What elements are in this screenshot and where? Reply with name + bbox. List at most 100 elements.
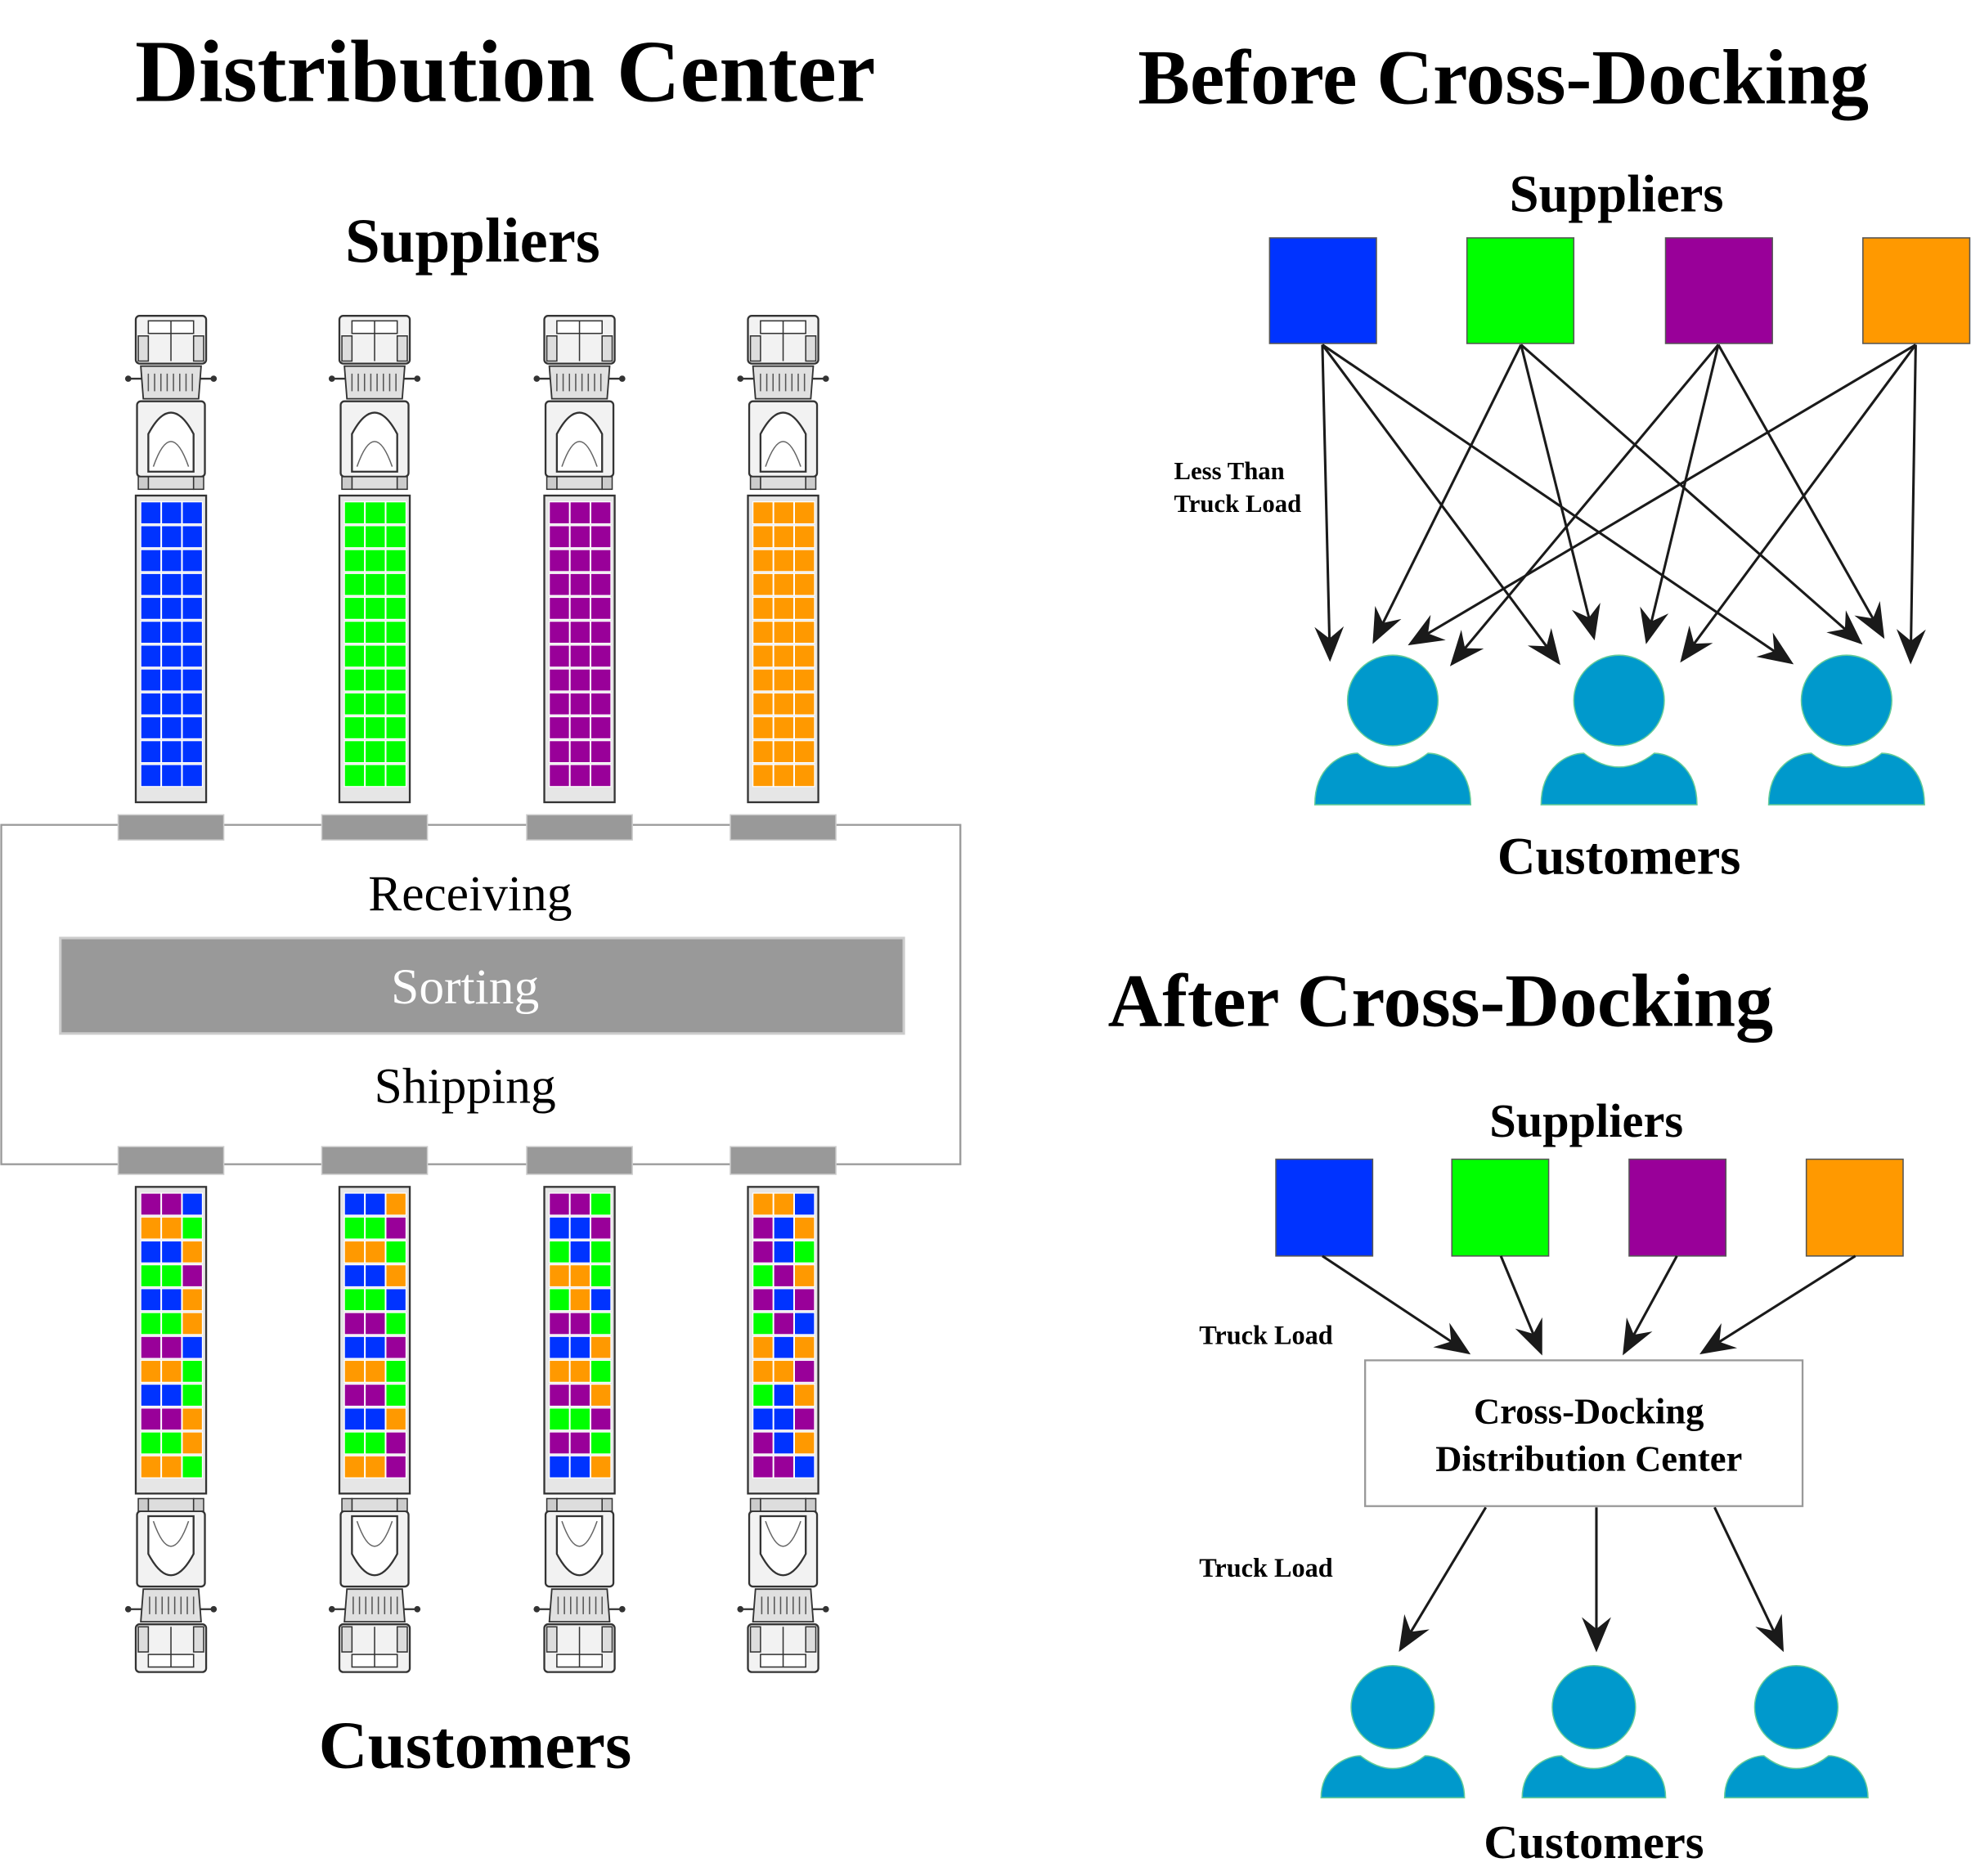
sorting-bar	[59, 936, 905, 1035]
cargo-cell	[140, 1192, 162, 1216]
cargo-cell	[590, 716, 612, 740]
cargo-cell	[343, 740, 366, 764]
cargo-cell	[364, 1407, 386, 1431]
supplier-to-customer-arrow	[1680, 343, 1917, 663]
cargo-cell	[773, 572, 795, 596]
cargo-cell	[182, 692, 204, 716]
cargo-cell	[773, 668, 795, 692]
cross-docking-center-line1: Cross-Docking	[1474, 1390, 1704, 1431]
receiving-docks	[117, 814, 837, 841]
cargo-cell	[549, 549, 570, 572]
cargo-cell	[160, 572, 182, 596]
truck-trailer	[543, 1186, 616, 1495]
cargo-cell	[590, 1264, 612, 1288]
cargo-cell	[343, 1455, 366, 1479]
cargo-cell	[385, 692, 407, 716]
cargo-cell	[364, 1431, 386, 1455]
supplier-box-blue	[1275, 1158, 1374, 1257]
cargo-cell	[385, 764, 407, 788]
after-title: After Cross-Docking	[1108, 959, 1774, 1043]
cargo-cell	[160, 1216, 182, 1240]
cargo-cell	[140, 692, 162, 716]
cargo-cell	[140, 596, 162, 620]
cargo-cell	[773, 1455, 795, 1479]
truck-cab-icon	[328, 315, 421, 491]
supplier-to-customer-arrow	[1321, 343, 1561, 666]
cargo-cell	[364, 525, 386, 549]
cargo-cell	[385, 1264, 407, 1288]
cargo-cell	[385, 572, 407, 596]
cargo-cell	[364, 1455, 386, 1479]
left-suppliers-label: Suppliers	[345, 206, 600, 276]
cargo-cell	[160, 1288, 182, 1312]
supplier-to-customer-arrow	[1520, 343, 1863, 645]
cargo-cell	[752, 764, 774, 788]
cargo-cell	[752, 692, 774, 716]
cargo-cell	[793, 1312, 815, 1335]
cargo-cell	[343, 644, 366, 668]
cargo-cell	[140, 525, 162, 549]
cargo-cell	[773, 1359, 795, 1383]
cargo-cell	[140, 1264, 162, 1288]
cargo-cell	[182, 1216, 204, 1240]
cargo-cell	[569, 1216, 591, 1240]
cargo-cell	[793, 549, 815, 572]
before-edge-label-line1: Less Than	[1174, 457, 1285, 485]
cargo-cell	[793, 1288, 815, 1312]
cargo-cell	[364, 1359, 386, 1383]
cargo-cell	[182, 1264, 204, 1288]
cargo-cell	[569, 1407, 591, 1431]
cargo-cell	[385, 1216, 407, 1240]
cargo-cell	[343, 1359, 366, 1383]
cargo-cell	[569, 572, 591, 596]
cargo-cell	[773, 1407, 795, 1431]
cargo-cell	[793, 716, 815, 740]
cargo-cell	[364, 1240, 386, 1263]
cargo-cell	[569, 644, 591, 668]
cargo-cell	[160, 621, 182, 644]
cargo-cell	[140, 1455, 162, 1479]
cargo-cell	[160, 1240, 182, 1263]
cargo-cell	[590, 1288, 612, 1312]
cargo-cell	[752, 1264, 774, 1288]
cargo-cell	[182, 1384, 204, 1407]
supplier-box-blue	[1268, 237, 1377, 344]
cargo-cell	[773, 1192, 795, 1216]
after-outbound-label: Truck Load	[1199, 1553, 1333, 1582]
cargo-cell	[182, 716, 204, 740]
cargo-cell	[364, 621, 386, 644]
cargo-cell	[385, 1312, 407, 1335]
cargo-cell	[590, 1240, 612, 1263]
customer-icon	[1540, 654, 1698, 806]
cargo-cell	[140, 549, 162, 572]
inbound-truck-purple	[533, 315, 626, 804]
after-arrows	[1322, 1254, 1857, 1653]
inbound-trucks	[124, 315, 829, 804]
cargo-cell	[549, 740, 570, 764]
cargo-cell	[343, 525, 366, 549]
cargo-cell	[569, 668, 591, 692]
receiving-dock	[117, 814, 225, 841]
cargo-cell	[549, 644, 570, 668]
after-suppliers	[1275, 1158, 1904, 1257]
cargo-cell	[343, 692, 366, 716]
cargo-cell	[793, 525, 815, 549]
supplier-to-center-arrow	[1499, 1255, 1542, 1356]
cargo-cell	[569, 1192, 591, 1216]
cargo-cell	[140, 668, 162, 692]
cargo-cell	[385, 740, 407, 764]
cargo-cell	[364, 1288, 386, 1312]
cargo-cell	[773, 716, 795, 740]
left-title: Distribution Center	[135, 23, 875, 120]
cargo-cell	[549, 1240, 570, 1263]
cargo-cell	[549, 621, 570, 644]
cargo-cell	[343, 596, 366, 620]
cargo-cell	[160, 1431, 182, 1455]
cargo-cell	[793, 644, 815, 668]
cargo-cell	[590, 525, 612, 549]
before-title: Before Cross-Docking	[1138, 34, 1869, 120]
cargo-cell	[549, 716, 570, 740]
cargo-cell	[793, 764, 815, 788]
truck-cab-icon	[533, 1497, 626, 1673]
